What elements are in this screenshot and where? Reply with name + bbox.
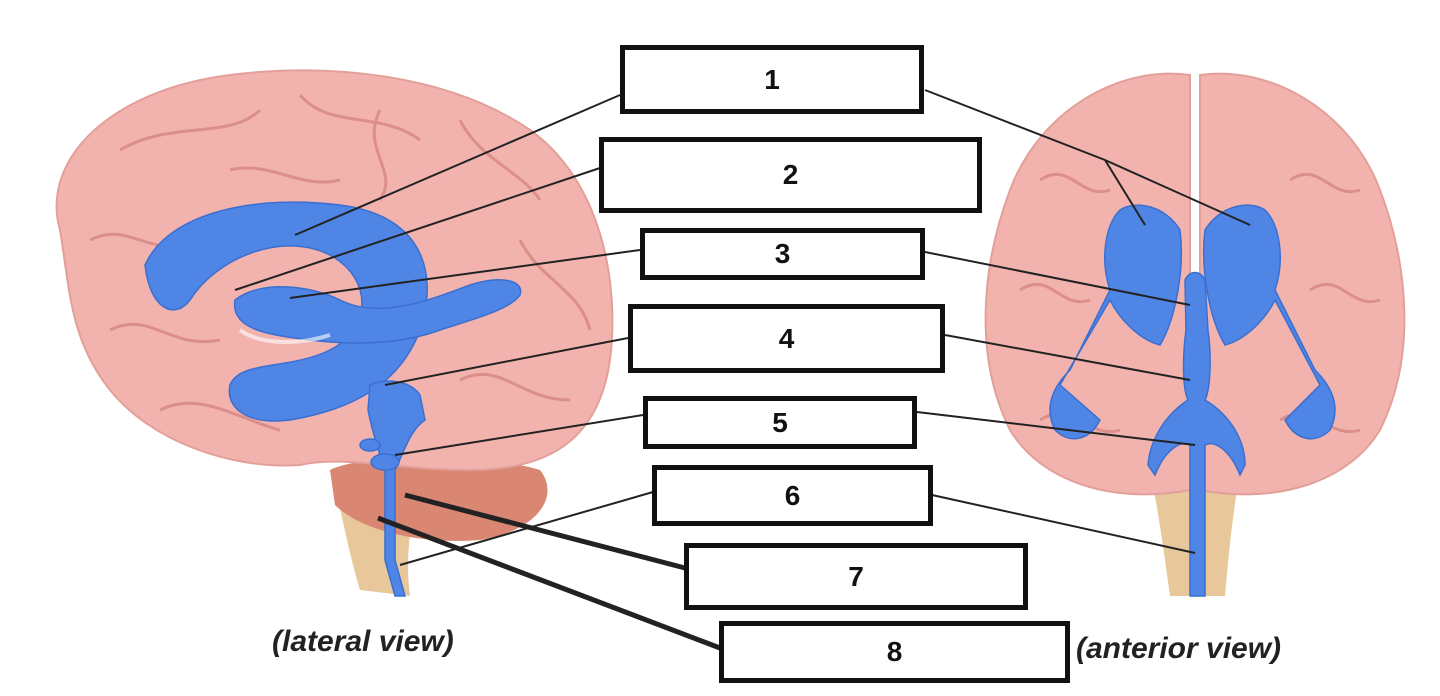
caption-anterior-view: (anterior view) xyxy=(1076,632,1282,665)
leader-line-1a xyxy=(1104,159,1146,226)
leader-line-2 xyxy=(234,167,601,291)
label-number-1: 1 xyxy=(764,63,780,95)
lateral-view-illustration xyxy=(55,69,614,597)
label-box-5[interactable]: 5 xyxy=(643,396,917,449)
label-number-7: 7 xyxy=(848,560,864,592)
label-number-6: 6 xyxy=(784,479,801,511)
label-number-5: 5 xyxy=(772,406,788,438)
leader-lines xyxy=(234,89,1251,651)
leader-line-4-lateral xyxy=(384,337,629,386)
label-box-2[interactable]: 2 xyxy=(599,137,982,213)
anterior-view-illustration xyxy=(984,72,1406,597)
leader-line-5-lateral xyxy=(394,414,644,456)
leader-line-3-lateral xyxy=(289,249,641,299)
leader-line-1-lateral xyxy=(294,94,621,236)
leader-line-7 xyxy=(404,492,686,571)
leader-line-1-anterior xyxy=(924,89,1106,161)
leader-line-6-anterior xyxy=(931,494,1196,554)
lateral-cerebrum xyxy=(55,69,614,472)
leader-line-4-anterior xyxy=(944,334,1191,381)
label-number-4: 4 xyxy=(778,322,795,354)
caption-lateral-view: (lateral view) xyxy=(272,625,454,658)
label-number-2: 2 xyxy=(782,159,799,190)
anterior-ventricular-system xyxy=(1049,204,1336,597)
label-box-7[interactable]: 7 xyxy=(684,543,1028,610)
leader-line-5-anterior xyxy=(916,411,1196,446)
anterior-right-hemisphere xyxy=(1199,72,1406,496)
label-box-6[interactable]: 6 xyxy=(652,465,933,526)
label-box-8[interactable]: 8 xyxy=(719,621,1070,683)
leader-line-3-anterior xyxy=(924,251,1191,306)
label-box-4[interactable]: 4 xyxy=(628,304,945,373)
label-box-3[interactable]: 3 xyxy=(640,228,925,280)
label-box-1[interactable]: 1 xyxy=(620,45,924,114)
leader-line-1b xyxy=(1104,159,1251,226)
leader-line-8 xyxy=(377,515,721,651)
label-number-3: 3 xyxy=(774,238,791,269)
label-number-8: 8 xyxy=(886,636,903,667)
